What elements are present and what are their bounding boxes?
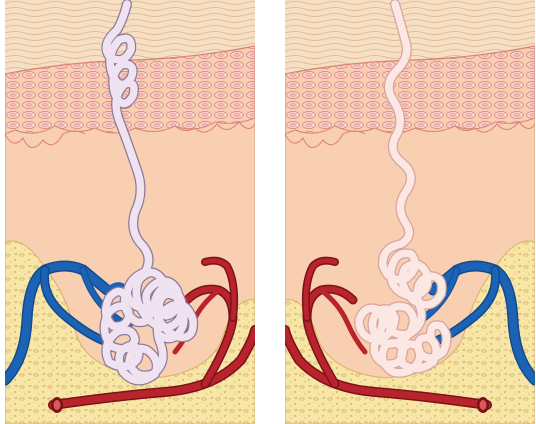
skin-panel-right xyxy=(285,0,535,424)
skin-cross-section-right xyxy=(285,0,535,424)
skin-cross-section-left xyxy=(5,0,255,424)
skin-panel-left xyxy=(5,0,255,424)
